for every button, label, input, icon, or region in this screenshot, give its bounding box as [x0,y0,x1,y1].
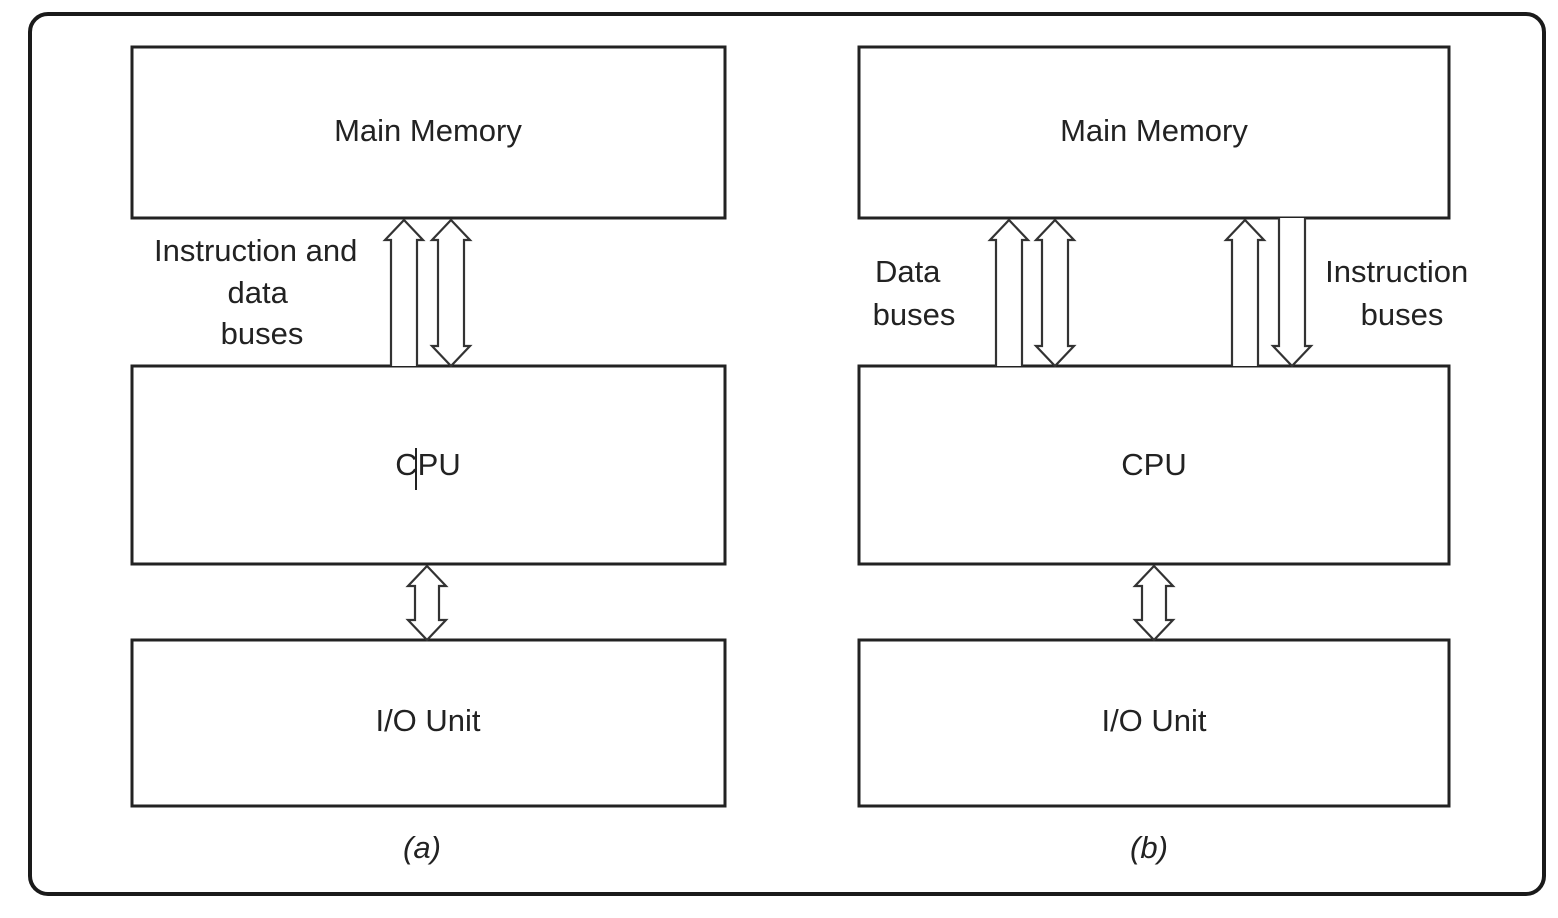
panel-a-io-unit-label: I/O Unit [375,703,480,738]
panel-a-up-arrow [382,218,426,366]
panel-a: Main Memory CPU I/O Unit Instruction and… [130,45,727,865]
panel-a-bus-label: Instruction and data buses [154,233,366,351]
panel-a-caption: (a) [403,830,441,865]
panel-b-cpu-label: CPU [1121,447,1186,482]
panel-a-cpu-box [130,364,727,566]
panel-a-bus-label-line-3: buses [221,316,304,351]
panel-a-bus-label-line-1: Instruction and [154,233,357,268]
panel-b-cpu-box [857,364,1451,566]
panel-b-io-unit-box [857,638,1451,808]
panel-b-instruction-bus-label: Instruction buses [1325,254,1477,332]
panel-b: Main Memory CPU I/O Unit Data buses Inst… [857,45,1477,865]
panel-b-instruction-up-arrow [1223,218,1267,366]
panel-b-data-bus-label: Data buses [873,254,956,332]
panel-a-cpu-label: CPU [395,447,460,482]
panel-b-caption: (b) [1130,830,1168,865]
panel-b-main-memory-box [857,45,1451,220]
panel-b-data-up-arrow [987,218,1031,366]
panel-a-io-unit-box [130,638,727,808]
panel-b-instruction-bus-label-line-2: buses [1361,297,1444,332]
panel-b-data-double-arrow [1033,218,1077,368]
panel-a-cpu-io-arrow [405,564,449,642]
panel-a-double-arrow [429,218,473,368]
panel-b-io-unit-label: I/O Unit [1101,703,1206,738]
panel-b-data-bus-label-line-1: Data [875,254,941,289]
panel-b-data-bus-label-line-2: buses [873,297,956,332]
panel-a-bus-label-line-2: data [228,275,289,310]
panel-b-main-memory-label: Main Memory [1060,113,1248,148]
panel-b-cpu-io-arrow [1132,564,1176,642]
panel-a-main-memory-box [130,45,727,220]
panel-b-instruction-bus-label-line-1: Instruction [1325,254,1468,289]
panel-b-instruction-down-arrow [1270,218,1314,368]
panel-a-main-memory-label: Main Memory [334,113,522,148]
